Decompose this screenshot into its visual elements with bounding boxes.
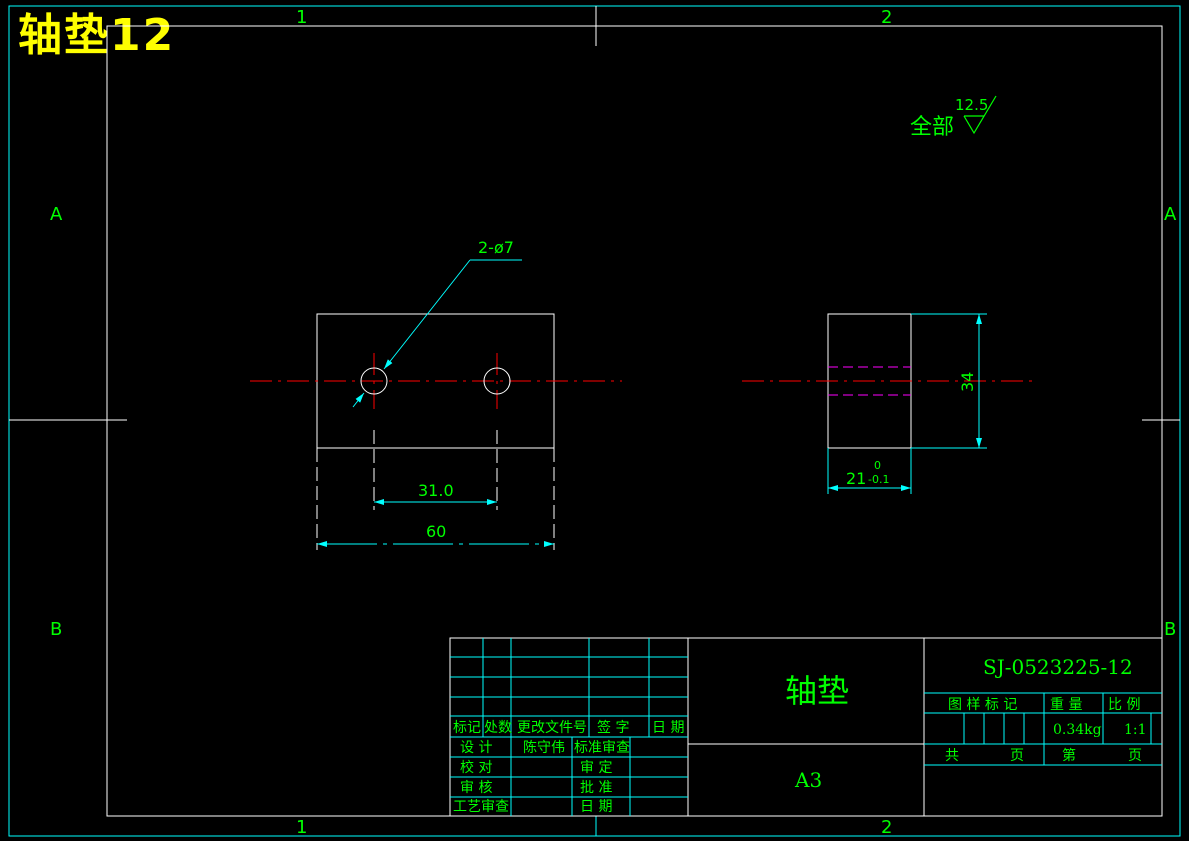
label-process-review: 工艺审查: [453, 799, 509, 815]
dim-thickness: 21: [846, 469, 866, 488]
zone-row-a-right: A: [1164, 204, 1177, 225]
weight-value: 0.34kg: [1053, 722, 1102, 738]
label-std-review: 标准审查: [574, 740, 630, 756]
sheet-total-label: 共: [945, 748, 959, 764]
zone-row-a-left: A: [50, 204, 63, 225]
rev-header-count: 处数: [484, 720, 512, 736]
zone-row-b-right: B: [1164, 619, 1176, 640]
label-approve: 批 准: [580, 780, 612, 796]
zone-col-1-top: 1: [296, 7, 307, 28]
zone-row-b-left: B: [50, 619, 62, 640]
tol-lower: -0.1: [868, 473, 889, 486]
hdr-scale: 比 例: [1108, 697, 1140, 713]
label-check: 校 对: [460, 759, 492, 776]
surface-roughness: 全部 12.5: [910, 95, 997, 140]
hdr-weight: 重 量: [1050, 697, 1082, 713]
roughness-label: 全部: [910, 115, 954, 140]
front-view: 2-ø7 31.0 60: [250, 238, 622, 550]
label-examine: 审 定: [580, 760, 612, 776]
scale-value: 1:1: [1124, 722, 1147, 738]
label-design: 设 计: [460, 740, 492, 756]
dim-overall-width: 60: [426, 522, 446, 541]
hole-callout-label: 2-ø7: [478, 238, 514, 257]
rev-header-mark: 标记: [453, 720, 481, 736]
label-audit: 审 核: [460, 780, 492, 796]
dim-hole-spacing: 31.0: [418, 481, 454, 500]
part-name: 轴垫: [785, 672, 849, 710]
zone-col-2-bottom: 2: [881, 817, 892, 838]
drawing-number: SJ-0523225-12: [983, 655, 1133, 679]
side-view: 34 21 0 -0.1: [742, 313, 1034, 494]
roughness-value: 12.5: [955, 96, 988, 114]
title-block: 标记 处数 更改文件号 签 字 日 期 设 计 陈守伟 标准审查 校 对 审 定…: [449, 637, 1163, 817]
roughness-symbol-icon: [963, 95, 997, 135]
sheet-page-label-2: 页: [1128, 748, 1142, 764]
zone-col-2-top: 2: [881, 7, 892, 28]
drawing-title: 轴垫12: [18, 10, 176, 61]
rev-header-sign: 签 字: [597, 719, 629, 736]
sheet-page-label: 页: [1010, 748, 1024, 764]
sheet-size: A3: [794, 768, 822, 792]
designer-name: 陈守伟: [523, 739, 565, 756]
rev-header-docno: 更改文件号: [517, 720, 587, 736]
zone-markers: 1 2 1 2 A A B B: [50, 7, 1177, 838]
sheet-no-label: 第: [1062, 747, 1076, 764]
hdr-figure-mark: 图 样 标 记: [948, 697, 1017, 713]
tol-upper: 0: [874, 459, 881, 472]
zone-col-1-bottom: 1: [296, 817, 307, 838]
rev-header-date: 日 期: [652, 720, 684, 736]
dim-height: 34: [958, 372, 977, 392]
label-date: 日 期: [580, 799, 612, 815]
